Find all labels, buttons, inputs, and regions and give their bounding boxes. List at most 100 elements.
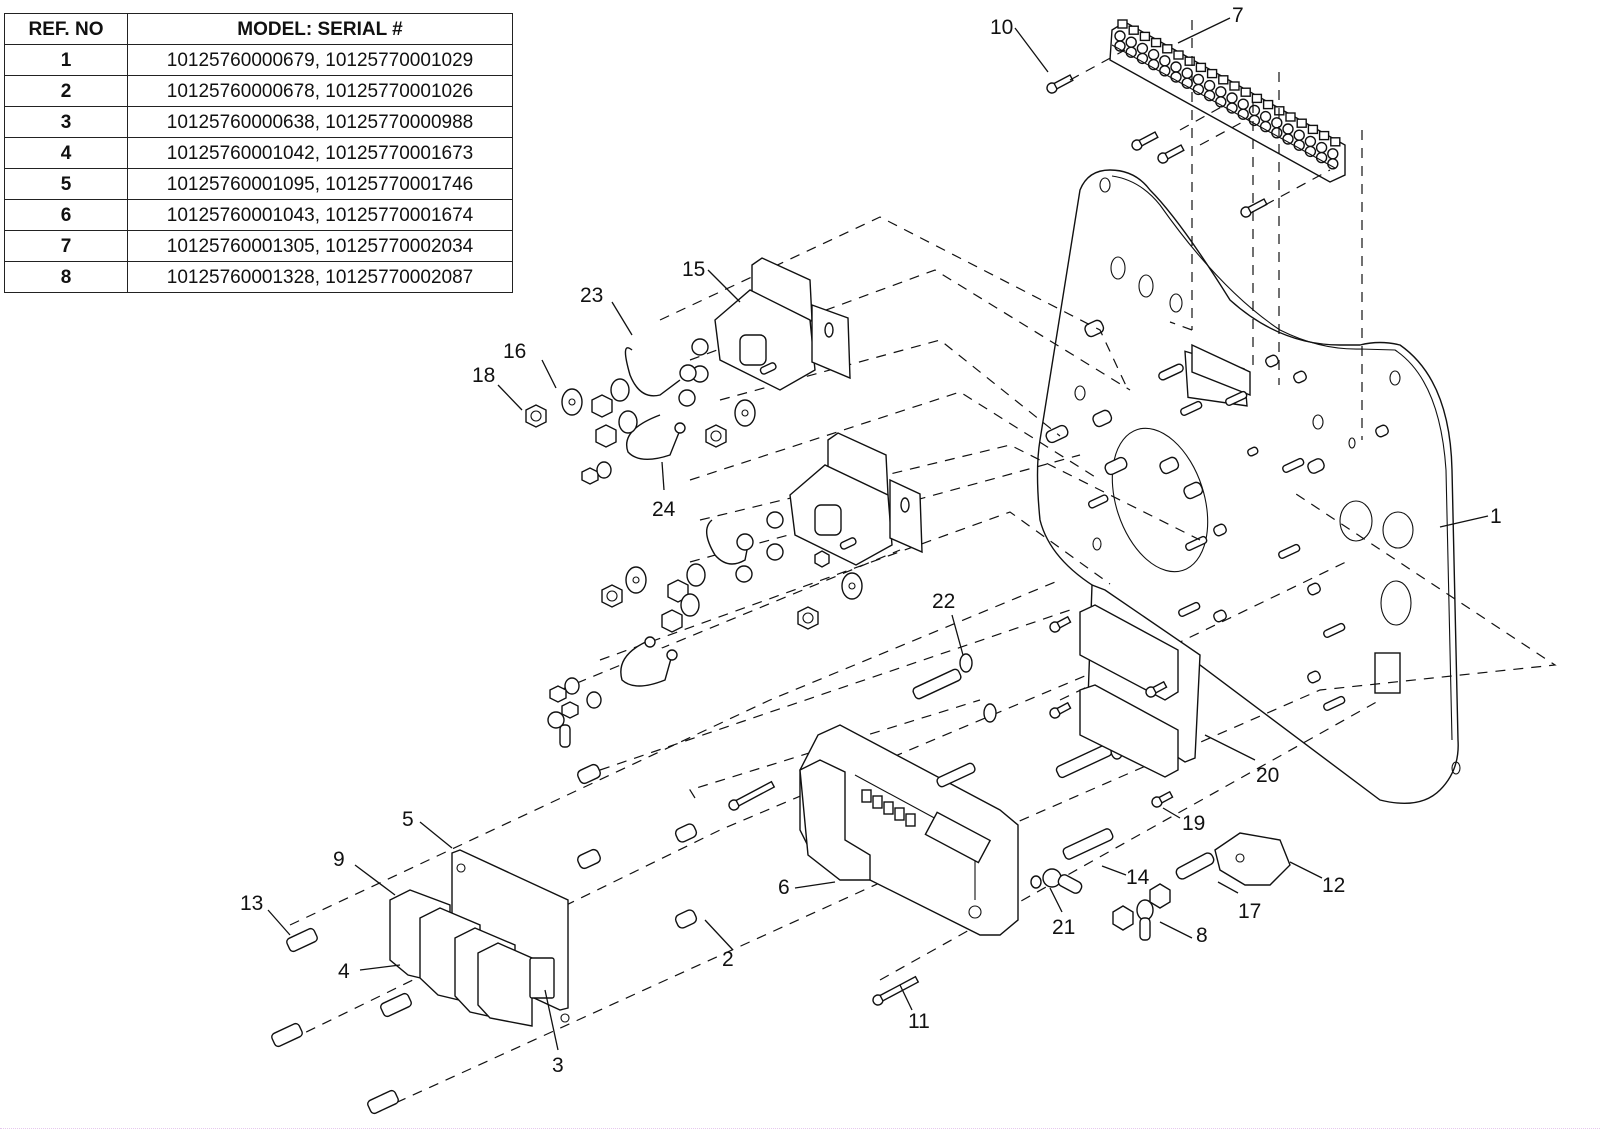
controller-module bbox=[728, 724, 1019, 1006]
terminal-block-screw bbox=[1296, 118, 1307, 128]
terminal-block-screw bbox=[1173, 50, 1184, 60]
terminal-block-screw bbox=[1206, 68, 1218, 79]
terminal-block-screw bbox=[1229, 81, 1240, 91]
terminal-block-barrel bbox=[1304, 135, 1317, 148]
page-bottom-border bbox=[0, 1128, 1600, 1129]
circuit-board bbox=[1049, 583, 1201, 808]
terminal-block-screw bbox=[1117, 19, 1128, 29]
terminal-block-screw bbox=[1240, 87, 1251, 97]
connector-port bbox=[894, 807, 905, 821]
terminal-block-barrel bbox=[1282, 123, 1294, 135]
callout-13: 13 bbox=[240, 892, 263, 915]
terminal-block-barrel bbox=[1327, 148, 1339, 160]
serial-cell: 10125760001328, 10125770002087 bbox=[127, 261, 513, 293]
solenoid-upper bbox=[691, 257, 851, 391]
terminal-block-barrel bbox=[1315, 141, 1328, 154]
connector-port bbox=[872, 795, 883, 809]
terminal-block-barrel bbox=[1170, 61, 1182, 73]
leader-lines bbox=[267, 17, 1489, 1051]
callout-19: 19 bbox=[1182, 812, 1205, 835]
serial-cell: 10125760000678, 10125770001026 bbox=[127, 75, 513, 107]
terminal-block-barrel bbox=[1192, 73, 1205, 86]
mounting-panel bbox=[1036, 169, 1461, 805]
callout-1: 1 bbox=[1490, 505, 1502, 528]
callout-23: 23 bbox=[580, 284, 603, 307]
terminal-block-barrel bbox=[1125, 36, 1137, 48]
terminal-block-screw bbox=[1330, 137, 1341, 147]
terminal-block-barrel bbox=[1259, 110, 1272, 123]
terminal-block-screw bbox=[1184, 56, 1195, 66]
terminal-block-barrel bbox=[1147, 48, 1160, 61]
callout-21: 21 bbox=[1052, 916, 1075, 939]
standoffs bbox=[271, 653, 1124, 1115]
terminal-block-barrel bbox=[1159, 55, 1171, 67]
callout-labels: 1 2 3 4 5 6 7 8 9 10 11 12 13 14 15 16 1… bbox=[240, 4, 1502, 1077]
header-model-serial: MODEL: SERIAL # bbox=[127, 13, 513, 45]
terminal-block-barrel bbox=[1136, 42, 1149, 55]
terminal-block-screw bbox=[1128, 25, 1139, 35]
callout-16: 16 bbox=[503, 340, 526, 363]
terminal-block-screw bbox=[1162, 44, 1173, 54]
terminal-block-screw bbox=[1318, 130, 1330, 141]
serial-cell: 10125760001043, 10125770001674 bbox=[127, 199, 513, 231]
callout-4: 4 bbox=[338, 960, 350, 983]
ref-cell: 3 bbox=[4, 106, 128, 138]
callout-11: 11 bbox=[908, 1010, 930, 1033]
connector-port bbox=[861, 789, 872, 803]
solenoid-lower bbox=[766, 432, 923, 568]
terminal-block-barrel bbox=[1293, 129, 1305, 141]
terminal-block-screw bbox=[1218, 75, 1229, 85]
callout-18: 18 bbox=[472, 364, 495, 387]
table-header-row: REF. NO MODEL: SERIAL # bbox=[4, 13, 513, 45]
ref-cell: 5 bbox=[4, 168, 128, 200]
callout-8: 8 bbox=[1196, 924, 1208, 947]
callout-5: 5 bbox=[402, 808, 414, 831]
terminal-block-screw bbox=[1251, 93, 1263, 104]
terminal-block-screw bbox=[1285, 112, 1296, 122]
callout-22: 22 bbox=[932, 590, 955, 613]
nuts-and-washers bbox=[525, 378, 863, 748]
jumper-cables bbox=[620, 347, 754, 687]
assembly-lines bbox=[289, 216, 1557, 1111]
terminal-strip bbox=[1109, 19, 1346, 183]
terminal-block-barrel bbox=[1271, 117, 1283, 129]
callout-6: 6 bbox=[778, 876, 790, 899]
serial-cell: 10125760001305, 10125770002034 bbox=[127, 230, 513, 262]
terminal-block-barrel bbox=[1181, 67, 1193, 79]
callout-10: 10 bbox=[990, 16, 1013, 39]
terminal-block-screw bbox=[1150, 37, 1162, 48]
callout-15: 15 bbox=[682, 258, 705, 281]
callout-17: 17 bbox=[1238, 900, 1261, 923]
terminal-block-screw bbox=[1195, 62, 1207, 73]
callout-3: 3 bbox=[552, 1054, 564, 1077]
callout-24: 24 bbox=[652, 498, 676, 521]
terminal-block-barrel bbox=[1215, 86, 1227, 98]
terminal-block-barrel bbox=[1237, 98, 1249, 110]
header-ref-no: REF. NO bbox=[4, 13, 128, 45]
terminal-block-screw bbox=[1262, 99, 1274, 110]
callout-7: 7 bbox=[1232, 4, 1244, 27]
callout-2: 2 bbox=[722, 948, 734, 971]
terminal-screws bbox=[1046, 74, 1268, 218]
callout-12: 12 bbox=[1322, 874, 1345, 897]
relay-board bbox=[389, 849, 570, 1027]
terminal-block-barrel bbox=[1203, 79, 1216, 92]
connector-port bbox=[883, 801, 894, 815]
terminal-block-screw bbox=[1307, 124, 1319, 135]
callout-20: 20 bbox=[1256, 764, 1279, 787]
connector-port bbox=[905, 813, 916, 827]
terminal-block-barrel bbox=[1114, 30, 1126, 42]
callout-9: 9 bbox=[333, 848, 345, 871]
knob-assembly bbox=[1030, 832, 1291, 941]
terminal-block-barrel bbox=[1226, 92, 1238, 104]
ref-cell: 2 bbox=[4, 75, 128, 107]
terminal-block-screw bbox=[1139, 31, 1151, 42]
ref-cell: 8 bbox=[4, 261, 128, 293]
callout-14: 14 bbox=[1126, 866, 1150, 889]
